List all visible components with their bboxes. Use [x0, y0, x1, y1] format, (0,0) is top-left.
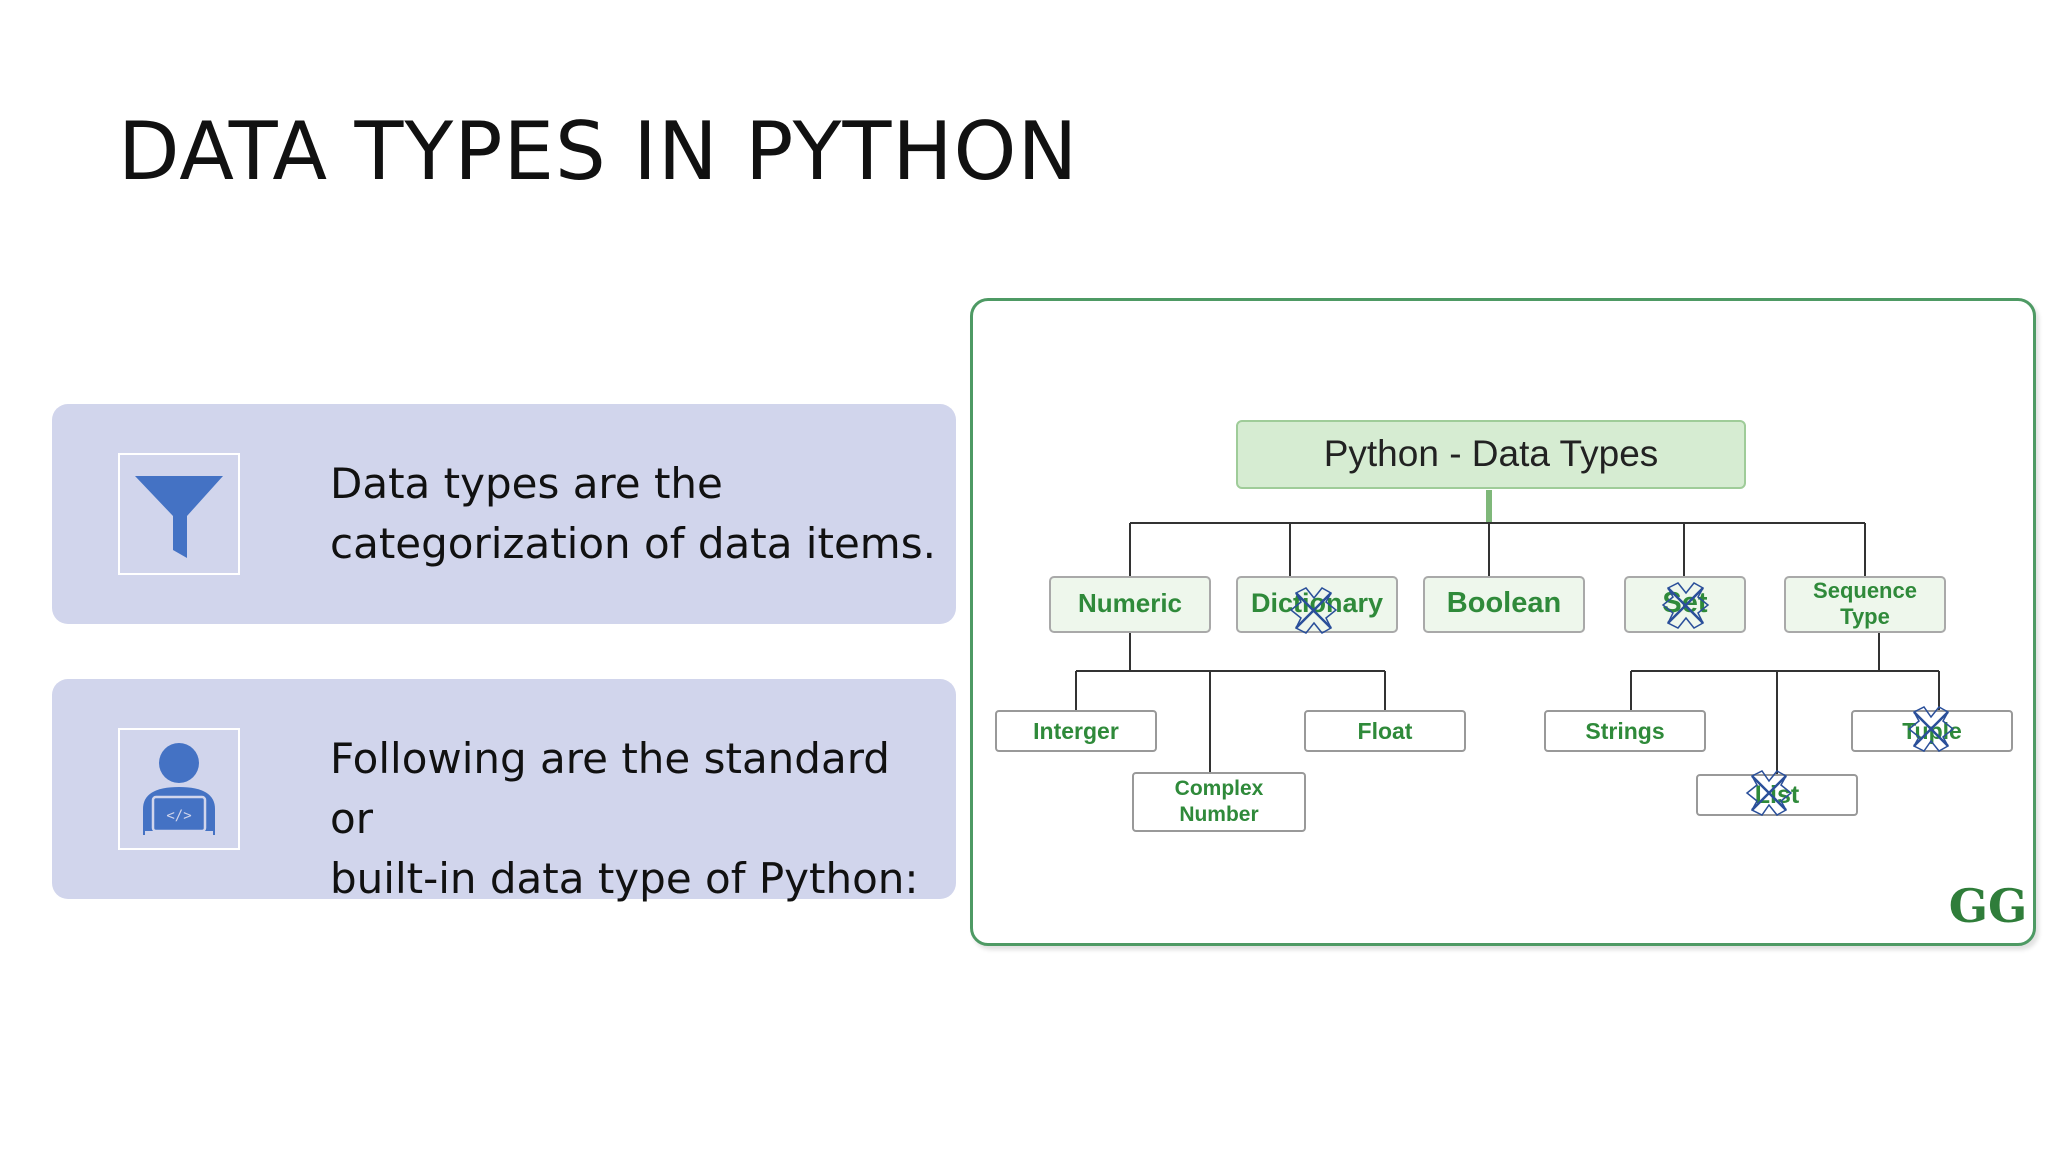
card-text-builtin: Following are the standard or built-in d…	[330, 729, 940, 909]
card-line: categorization of data items.	[330, 519, 936, 568]
slide-title: DATA TYPES IN PYTHON	[118, 105, 1079, 198]
developer-icon-frame: </>	[118, 728, 240, 850]
card-line: built-in data type of Python:	[330, 854, 919, 903]
card-line: Following are the standard or	[330, 734, 890, 843]
svg-text:</>: </>	[166, 808, 191, 824]
info-card-definition: Data types are the categorization of dat…	[52, 404, 956, 624]
funnel-icon-frame	[118, 453, 240, 575]
developer-laptop-icon: </>	[143, 743, 215, 836]
card-line: Data types are the	[330, 459, 723, 508]
info-card-builtin: </> Following are the standard or built-…	[52, 679, 956, 903]
card-text-definition: Data types are the categorization of dat…	[330, 454, 940, 574]
diagram-frame	[970, 298, 2036, 946]
funnel-icon	[135, 476, 223, 558]
